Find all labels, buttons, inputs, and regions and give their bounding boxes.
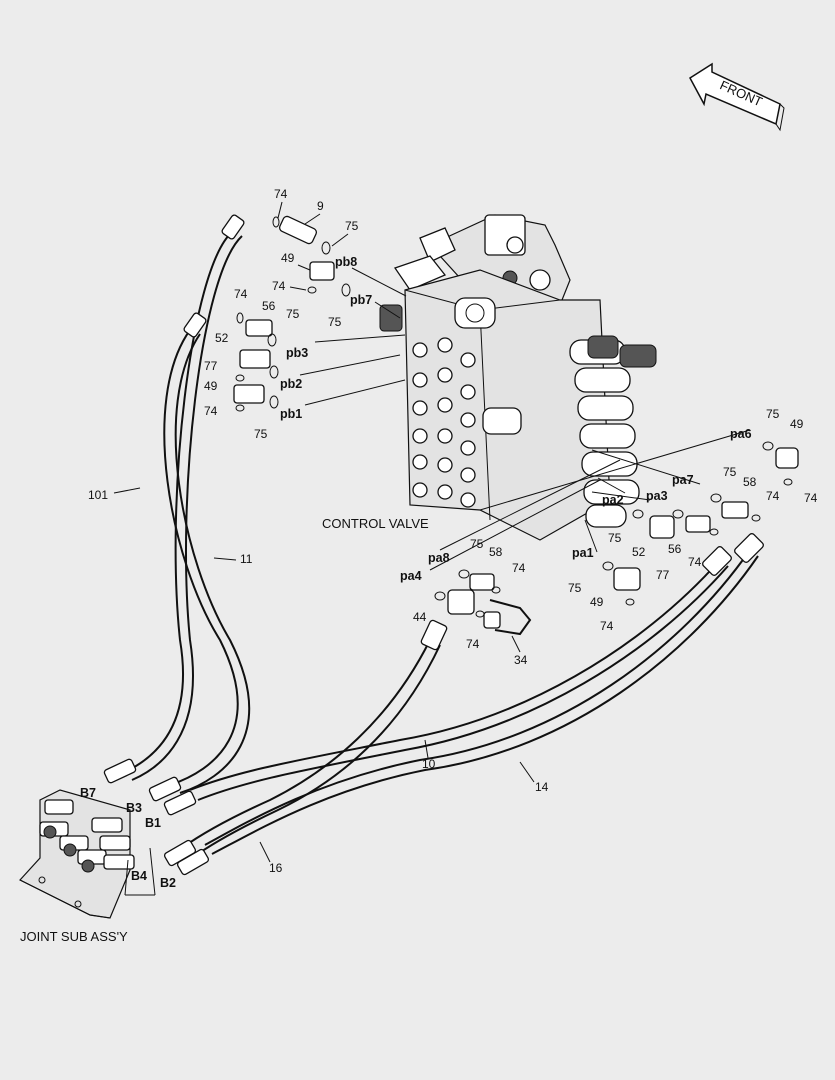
hose-10 <box>189 559 729 801</box>
callout-49: 49 <box>204 379 218 393</box>
port-B1: B1 <box>145 816 161 830</box>
callout-11: 11 <box>240 552 253 566</box>
hose-101 <box>124 231 243 781</box>
callout-101: 101 <box>88 488 108 502</box>
callout-58: 58 <box>743 475 757 489</box>
callout-74: 74 <box>466 637 480 651</box>
valve-spool-caps <box>569 335 657 528</box>
callout-75: 75 <box>608 531 622 545</box>
callout-74: 74 <box>272 279 286 293</box>
callout-49: 49 <box>790 417 804 431</box>
port-B7: B7 <box>80 786 96 800</box>
joint-sub-assembly <box>19 789 156 919</box>
callout-75: 75 <box>286 307 300 321</box>
callout-74: 74 <box>600 619 614 633</box>
joint-sub-assy-label: JOINT SUB ASS'Y <box>20 929 128 944</box>
valve-left-ports <box>412 337 476 508</box>
callout-75: 75 <box>254 427 268 441</box>
callout-49: 49 <box>590 595 604 609</box>
callout-74: 74 <box>688 555 702 569</box>
hose-11 <box>163 329 251 794</box>
port-B4: B4 <box>131 869 147 883</box>
pa-fittings <box>434 441 799 636</box>
callout-34: 34 <box>514 653 528 667</box>
callout-44: 44 <box>413 610 427 624</box>
port-pa1: pa1 <box>572 546 594 560</box>
callout-52: 52 <box>215 331 229 345</box>
callout-leaders <box>113 201 535 863</box>
control-valve-label: CONTROL VALVE <box>322 516 429 531</box>
hose-14 <box>204 549 759 855</box>
callout-77: 77 <box>204 359 218 373</box>
hose-16 <box>181 639 441 859</box>
callout-16: 16 <box>269 861 283 875</box>
port-B3: B3 <box>126 801 142 815</box>
port-pb3: pb3 <box>286 346 308 360</box>
callout-52: 52 <box>632 545 646 559</box>
port-pa3: pa3 <box>646 489 668 503</box>
port-pa7: pa7 <box>672 473 694 487</box>
callout-74: 74 <box>274 187 288 201</box>
port-pa2: pa2 <box>602 493 624 507</box>
callout-75: 75 <box>766 407 780 421</box>
port-pa4: pa4 <box>400 569 422 583</box>
callout-77: 77 <box>656 568 670 582</box>
front-arrow-icon: FRONT <box>689 62 785 132</box>
part-number-callouts: 74 9 75 49 74 75 74 56 75 52 77 49 74 75… <box>88 187 818 875</box>
port-pb1: pb1 <box>280 407 302 421</box>
pb-fittings <box>233 215 351 412</box>
callout-58: 58 <box>489 545 503 559</box>
callout-74: 74 <box>766 489 780 503</box>
callout-56: 56 <box>668 542 682 556</box>
callout-74: 74 <box>804 491 818 505</box>
port-pb8: pb8 <box>335 255 357 269</box>
port-pa8: pa8 <box>428 551 450 565</box>
leader-lines <box>299 267 751 571</box>
callout-56: 56 <box>262 299 276 313</box>
callout-75: 75 <box>568 581 582 595</box>
callout-75: 75 <box>328 315 342 329</box>
callout-74: 74 <box>234 287 248 301</box>
control-valve-body <box>379 214 657 541</box>
callout-49: 49 <box>281 251 295 265</box>
callout-74: 74 <box>512 561 526 575</box>
callout-75: 75 <box>723 465 737 479</box>
port-pa6: pa6 <box>730 427 752 441</box>
callout-14: 14 <box>535 780 549 794</box>
port-B2: B2 <box>160 876 176 890</box>
port-pb7: pb7 <box>350 293 372 307</box>
callout-10: 10 <box>422 757 436 771</box>
callout-75: 75 <box>345 219 359 233</box>
callout-74: 74 <box>204 404 218 418</box>
callout-9: 9 <box>317 199 324 213</box>
port-pb2: pb2 <box>280 377 302 391</box>
hose-end-fittings <box>103 214 764 876</box>
port-labels: pb8 pb7 pb3 pb2 pb1 pa6 pa7 pa2 pa3 pa1 … <box>80 255 752 890</box>
callout-75: 75 <box>470 537 484 551</box>
